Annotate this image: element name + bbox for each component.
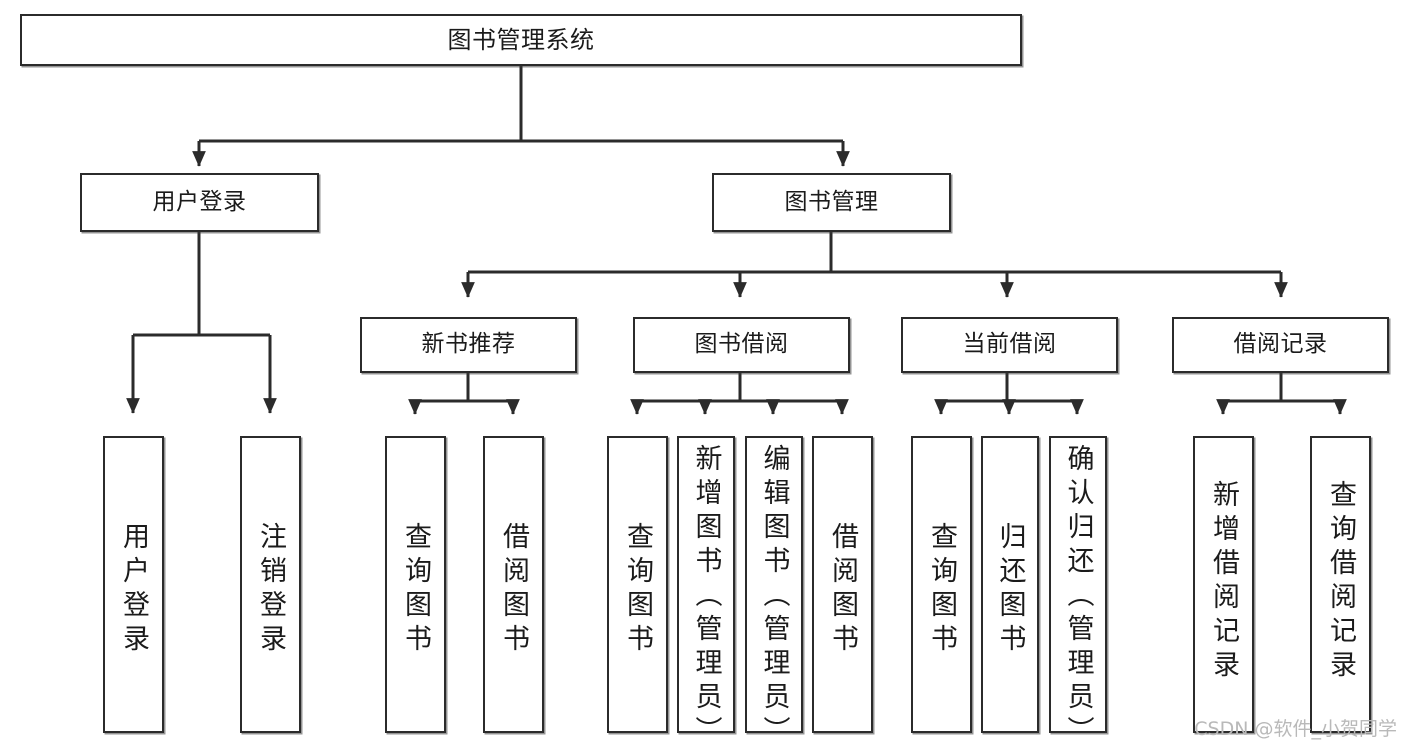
leaf-current-borrow-confirm[interactable]: 确认归还（管理员）	[1049, 436, 1107, 747]
leaf-current-borrow-query[interactable]: 查询图书	[911, 436, 972, 733]
leaf-book-borrow-borrow[interactable]: 借阅图书	[812, 436, 873, 733]
node-root-label: 图书管理系统	[447, 25, 595, 54]
node-user-login[interactable]: 用户登录	[80, 173, 319, 232]
leaf-current-borrow-return-label: 归还图书	[994, 522, 1026, 658]
leaf-new-book-borrow-label: 借阅图书	[498, 522, 529, 658]
node-book-borrow[interactable]: 图书借阅	[633, 317, 850, 373]
leaf-borrow-record-add[interactable]: 新增借阅记录	[1193, 436, 1254, 733]
node-borrow-record[interactable]: 借阅记录	[1172, 317, 1389, 373]
leaf-borrow-record-add-label: 新增借阅记录	[1208, 480, 1239, 684]
node-root[interactable]: 图书管理系统	[20, 14, 1022, 66]
node-book-management[interactable]: 图书管理	[712, 173, 951, 232]
leaf-user-login-logout-label: 注销登录	[255, 522, 286, 658]
node-current-borrow[interactable]: 当前借阅	[901, 317, 1118, 373]
leaf-user-login-login-label: 用户登录	[118, 522, 149, 658]
node-new-book-recommend-label: 新书推荐	[421, 331, 516, 358]
leaf-current-borrow-confirm-label: 确认归还（管理员）	[1062, 444, 1094, 747]
node-borrow-record-label: 借阅记录	[1233, 331, 1328, 358]
leaf-borrow-record-query[interactable]: 查询借阅记录	[1310, 436, 1371, 733]
node-current-borrow-label: 当前借阅	[962, 331, 1057, 358]
leaf-book-borrow-query[interactable]: 查询图书	[607, 436, 668, 733]
leaf-book-borrow-edit[interactable]: 编辑图书（管理员）	[745, 436, 803, 747]
leaf-new-book-query[interactable]: 查询图书	[385, 436, 446, 733]
leaf-new-book-query-label: 查询图书	[400, 522, 431, 658]
leaf-book-borrow-borrow-label: 借阅图书	[827, 522, 858, 658]
node-book-management-label: 图书管理	[784, 188, 879, 215]
leaf-current-borrow-return[interactable]: 归还图书	[981, 436, 1039, 733]
leaf-new-book-borrow[interactable]: 借阅图书	[483, 436, 544, 733]
leaf-current-borrow-query-label: 查询图书	[926, 522, 957, 658]
leaf-user-login-logout[interactable]: 注销登录	[240, 436, 301, 733]
leaf-book-borrow-query-label: 查询图书	[622, 522, 653, 658]
leaf-user-login-login[interactable]: 用户登录	[103, 436, 164, 733]
node-book-borrow-label: 图书借阅	[694, 331, 789, 358]
node-user-login-label: 用户登录	[152, 188, 247, 215]
leaf-book-borrow-edit-label: 编辑图书（管理员）	[758, 444, 790, 747]
leaf-book-borrow-add[interactable]: 新增图书（管理员）	[677, 436, 735, 747]
leaf-book-borrow-add-label: 新增图书（管理员）	[690, 444, 722, 747]
node-new-book-recommend[interactable]: 新书推荐	[360, 317, 577, 373]
leaf-borrow-record-query-label: 查询借阅记录	[1325, 480, 1356, 684]
csdn-watermark: CSDN @软件_小贺同学	[1194, 718, 1397, 740]
